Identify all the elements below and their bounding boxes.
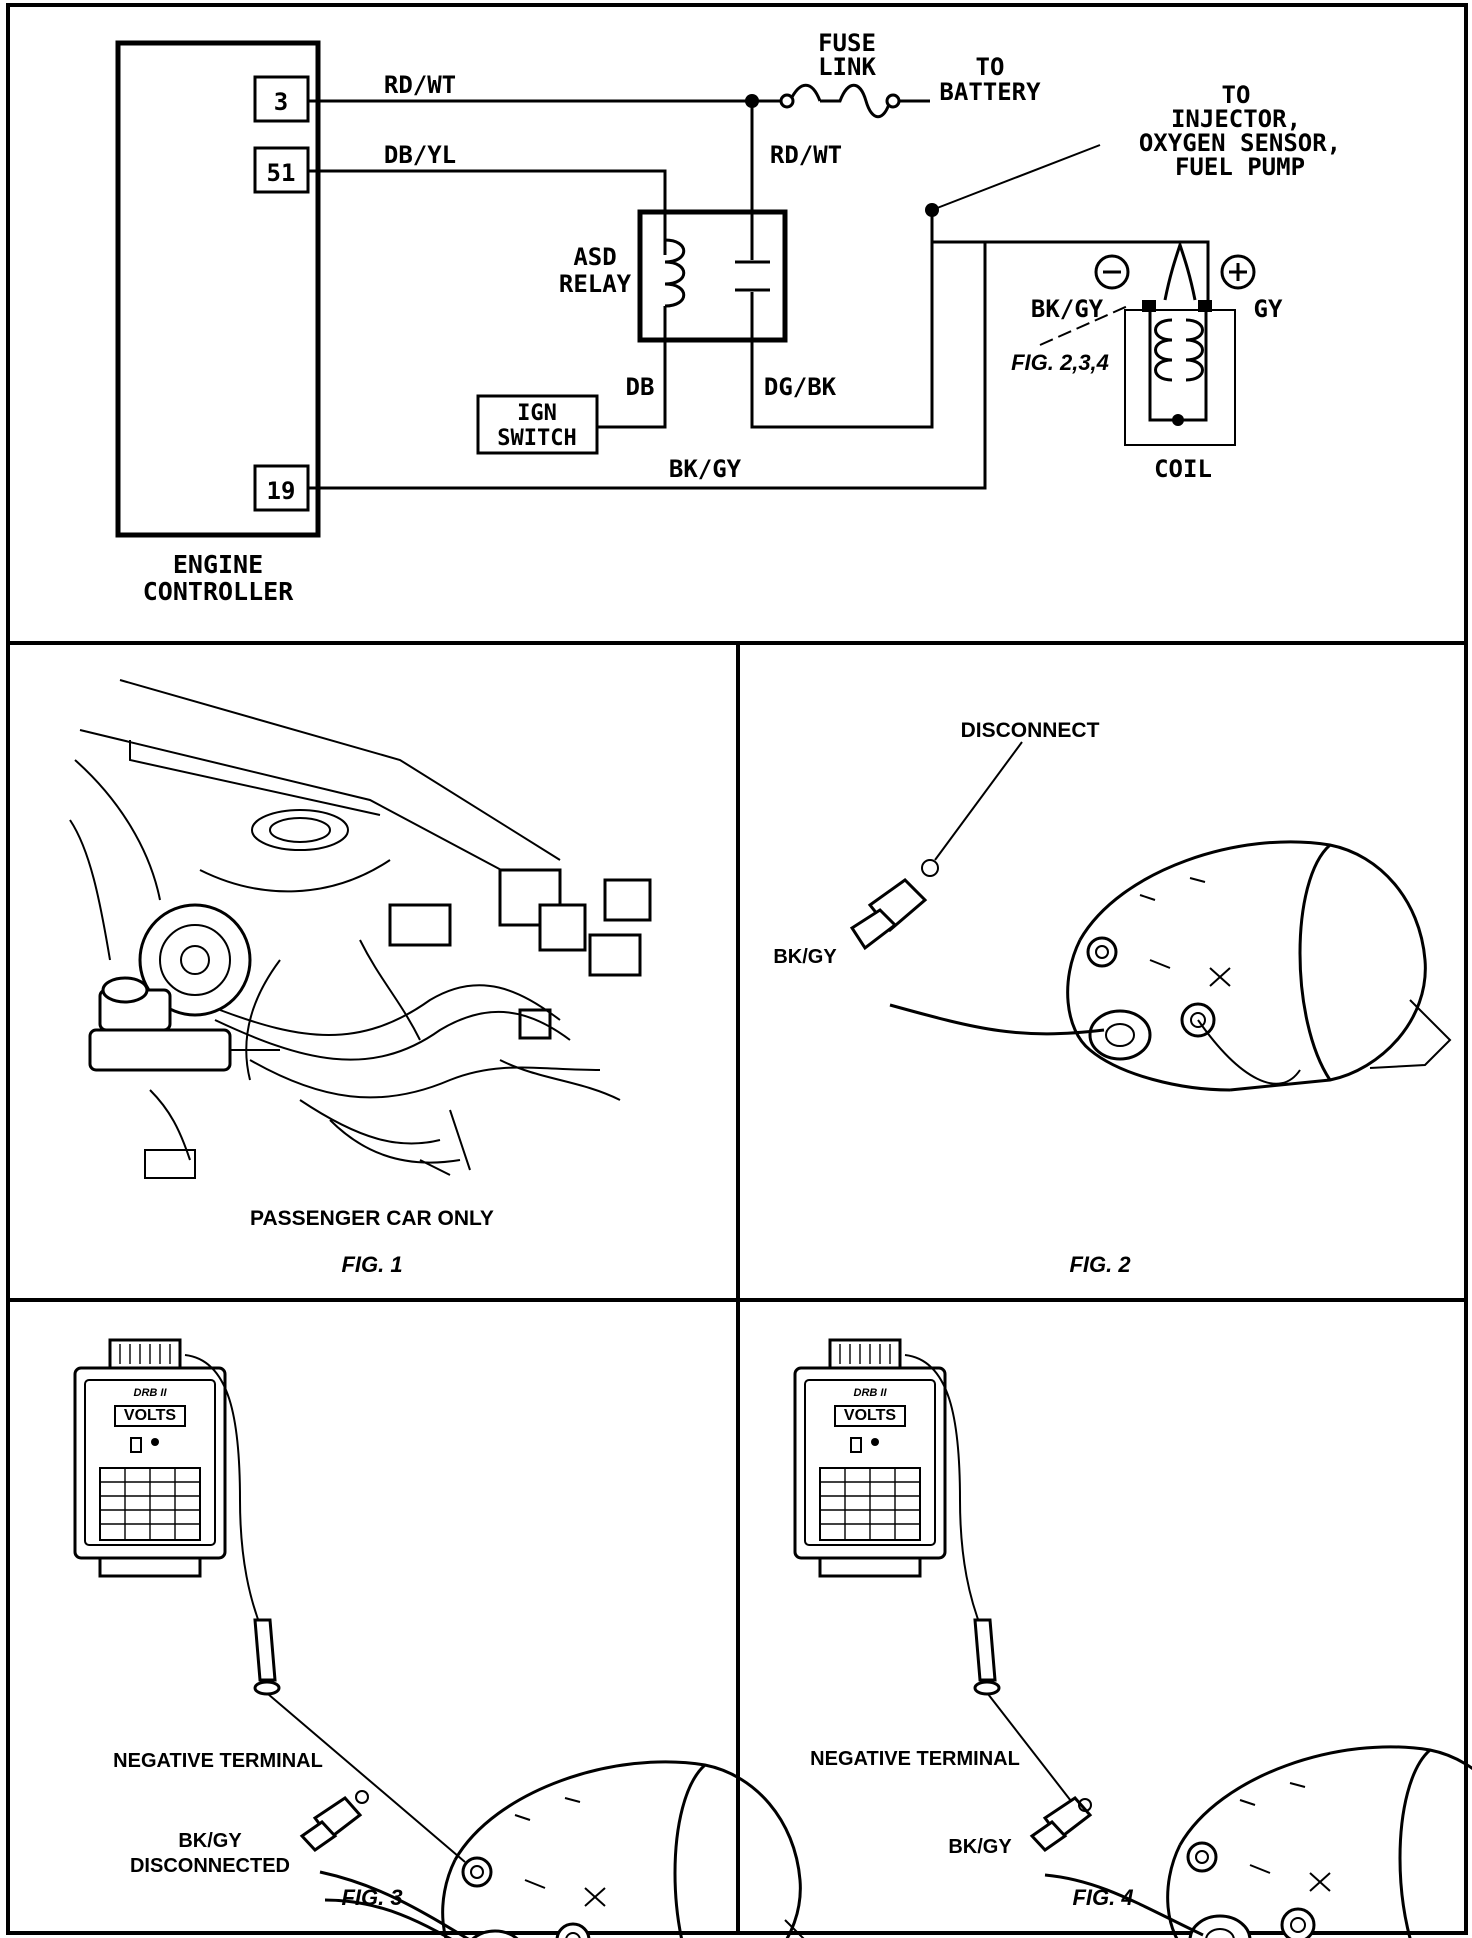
pin-3-label: 3: [274, 88, 288, 116]
fig3-label: FIG. 3: [341, 1885, 402, 1910]
to-injector-line2: INJECTOR,: [1171, 105, 1301, 133]
fig4-drb-tester: [793, 1338, 947, 1578]
fig4-tester-brand: DRB II: [854, 1387, 888, 1399]
wire-label-db: DB: [626, 373, 655, 401]
controller-label-line1: ENGINE: [173, 550, 263, 579]
fig4-bkgy-label: BK/GY: [948, 1836, 1012, 1858]
coil-negative-wire-label: BK/GY: [1031, 295, 1104, 323]
fig-reference-label: FIG. 2,3,4: [1011, 350, 1109, 375]
wire-to-coil-positive: [930, 210, 1210, 300]
fig4-panel: DRB II VOLTS NEGATIVE TERMINAL BK/GY FIG…: [793, 1338, 1472, 1938]
leader-to-injector: [931, 144, 1101, 211]
fig3-bkgy-label: BK/GY: [178, 1830, 242, 1852]
engine-bay-illustration: [69, 679, 652, 1179]
wire-label-rdwt-top: RD/WT: [384, 71, 456, 99]
relay-label-line1: ASD: [573, 243, 616, 271]
fig3-disconnected-label: DISCONNECTED: [130, 1855, 290, 1877]
fig2-callout-leader: [934, 741, 1023, 861]
relay-coil: [664, 238, 686, 308]
fuse-link-symbol: [788, 83, 892, 119]
engine-controller-box: [115, 40, 321, 538]
fig2-panel: DISCONNECT BK/GY FIG. 2: [773, 719, 1452, 1277]
fig3-tester-display: VOLTS: [124, 1407, 176, 1424]
fig2-label: FIG. 2: [1069, 1252, 1131, 1277]
pin-19-box: [253, 464, 310, 512]
fig3-tester-brand: DRB II: [134, 1387, 168, 1399]
fig4-negative-terminal-label: NEGATIVE TERMINAL: [810, 1748, 1020, 1770]
to-battery-line1: TO: [976, 53, 1005, 81]
fig4-probe-wire: [987, 1693, 1079, 1811]
relay-contacts: [735, 212, 770, 340]
fig4-probe-lead: [904, 1354, 983, 1631]
wire-label-bkgy-bottom: BK/GY: [669, 455, 742, 483]
relay-label-line2: RELAY: [559, 270, 632, 298]
fig2-callout: DISCONNECT: [961, 719, 1100, 742]
fig2-wire-label: BK/GY: [773, 946, 837, 968]
fig1-panel: PASSENGER CAR ONLY FIG. 1: [69, 679, 652, 1277]
pin-3-box: [253, 75, 310, 123]
fig3-drb-tester: [73, 1338, 227, 1578]
coil-positive-wire-label: GY: [1254, 295, 1283, 323]
controller-label-line2: CONTROLLER: [143, 577, 294, 606]
fuse-label-line2: LINK: [818, 53, 876, 81]
fig1-caption: PASSENGER CAR ONLY: [250, 1207, 494, 1230]
fig2-coil-illustration: [1066, 840, 1452, 1092]
coil-symbol: [1039, 240, 1256, 446]
ign-switch-box: [476, 394, 599, 455]
fuse-label-line1: FUSE: [818, 29, 876, 57]
fig3-probe-wire: [267, 1693, 466, 1863]
wiring-diagram: 3 51 19 ENGINE CONTROLLER ASD RELAY IGN …: [115, 29, 1341, 606]
fig4-connected-terminal: [1029, 1796, 1093, 1852]
wire-db: [597, 340, 667, 429]
fig3-negative-terminal-label: NEGATIVE TERMINAL: [113, 1750, 323, 1772]
fig4-coil-illustration: [1166, 1745, 1472, 1938]
ign-label-line2: SWITCH: [497, 426, 576, 451]
fig2-disconnected-terminal: [849, 859, 939, 951]
to-battery-line2: BATTERY: [939, 78, 1041, 106]
wire-label-dbyl: DB/YL: [384, 141, 456, 169]
wire-dgbk: [750, 210, 934, 429]
to-injector-line3: OXYGEN SENSOR,: [1139, 129, 1341, 157]
asd-relay-box: [637, 209, 788, 343]
to-injector-line1: TO: [1222, 81, 1251, 109]
pin-19-label: 19: [267, 477, 296, 505]
wire-label-rdwt-vertical: RD/WT: [770, 141, 842, 169]
coil-label: COIL: [1154, 455, 1212, 483]
wire-label-dgbk: DG/BK: [764, 373, 837, 401]
fig4-high-tension-lead: [1044, 1873, 1204, 1937]
fig4-tester-display: VOLTS: [844, 1407, 896, 1424]
fig3-high-tension-lead: [319, 1870, 470, 1938]
fig1-label: FIG. 1: [341, 1252, 402, 1277]
fig3-coil-illustration: [441, 1760, 827, 1938]
fig4-label: FIG. 4: [1072, 1885, 1133, 1910]
fig3-panel: DRB II VOLTS NEGATIVE TERMINAL BK/GY DIS…: [73, 1338, 827, 1938]
fig3-probe-lead: [184, 1354, 263, 1631]
fig3-disconnected-terminal: [299, 1790, 369, 1852]
fig2-high-tension-lead: [889, 1003, 1105, 1036]
to-injector-line4: FUEL PUMP: [1175, 153, 1305, 181]
pin-51-label: 51: [267, 159, 296, 187]
ign-label-line1: IGN: [517, 401, 557, 426]
